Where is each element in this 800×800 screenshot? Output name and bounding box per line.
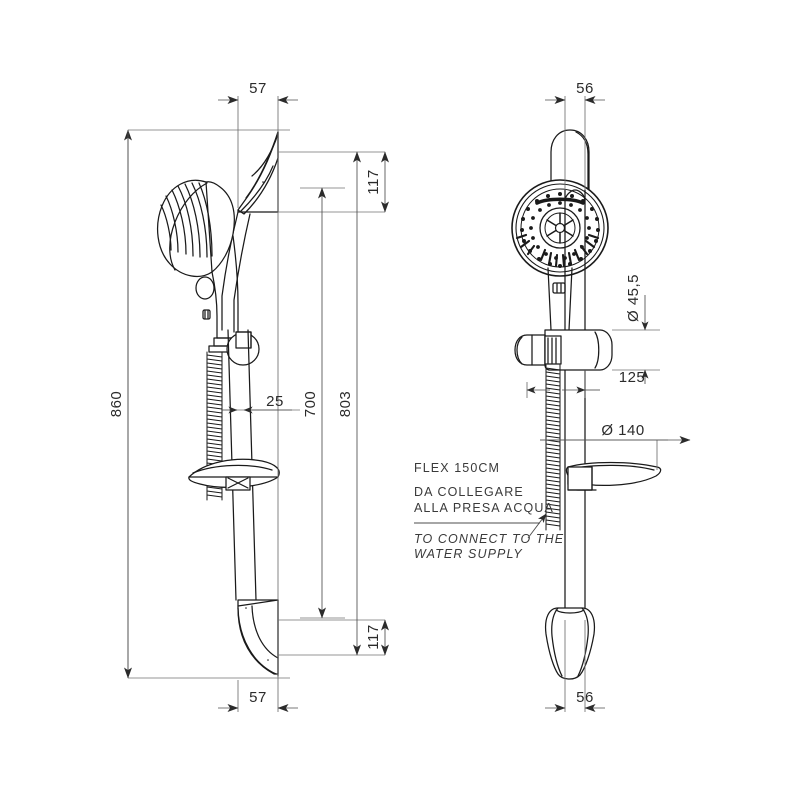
rail-holder-front [514,329,613,371]
note-line-water-supply: WATER SUPPLY [414,547,523,561]
dim-label-top-width-57: 57 [249,80,267,97]
dim-label-bottom-width-57: 57 [249,689,267,706]
slide-rail-front [564,189,586,621]
note-line-connect: TO CONNECT TO THE [414,532,564,546]
dim-label-travel-700: 700 [302,391,319,418]
dim-label-overall-height-860: 860 [108,391,125,418]
dim-label-top-width-56: 56 [576,80,594,97]
flex-hose-front [545,364,561,531]
left-view-geometry [157,131,280,677]
bottom-wall-bracket-front [544,607,596,680]
note-line-flex: FLEX 150CM [414,461,500,475]
top-wall-elbow [237,131,279,215]
right-view-geometry [511,129,662,680]
hand-shower-stem-front [547,267,573,331]
dim-label-holder-offset-125: 125 [619,369,646,386]
soap-dish-side [188,458,280,491]
hose-upper [221,211,251,333]
dim-label-bracket-projection-25: 25 [266,393,284,410]
dim-label-bottom-bracket-117: 117 [365,624,382,649]
dim-label-soap-dish-diameter: Ø 140 [601,422,644,439]
shower-head-front [511,179,609,277]
soap-dish-front [565,461,662,491]
bottom-wall-elbow [237,599,279,677]
hand-shower-side [157,179,239,339]
dim-label-rail-diameter: Ø 45,5 [625,274,642,322]
right-view-dimensions [526,96,691,712]
note-leader-line [527,513,547,539]
dim-label-bottom-width-56: 56 [576,689,594,706]
note-line-presa-acqua: ALLA PRESA ACQUA [414,501,554,515]
slider-bracket [226,331,260,366]
dim-label-top-bracket-117: 117 [365,169,382,194]
left-view-dimensions [124,96,389,712]
note-line-collegare: DA COLLEGARE [414,485,524,499]
note-block: FLEX 150CM DA COLLEGARE ALLA PRESA ACQUA… [414,461,564,561]
dim-label-rail-length-803: 803 [337,391,354,418]
